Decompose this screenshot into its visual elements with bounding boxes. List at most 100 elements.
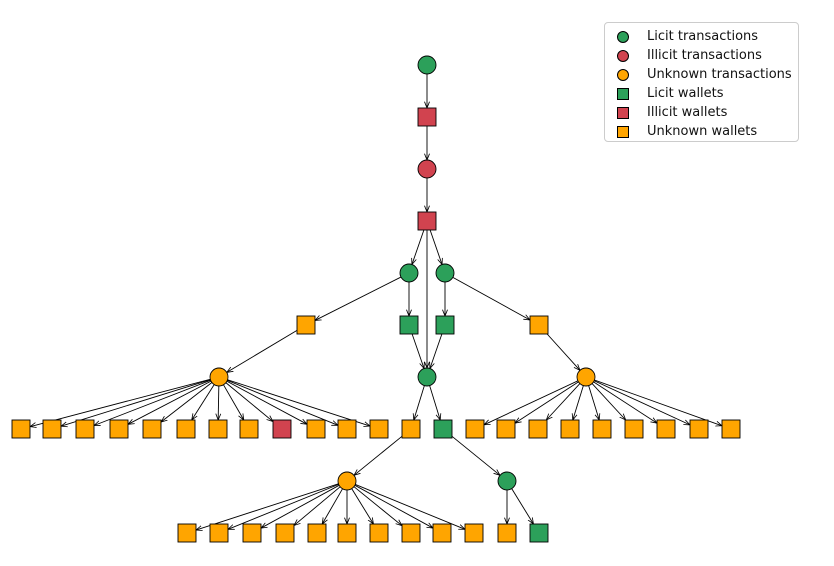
edge-arrow-t7-d2	[228, 483, 339, 530]
edge-arrow-t6-c2	[515, 381, 579, 423]
licit-wallet-node-e2	[529, 523, 549, 543]
unknown-wallet-node-d2	[209, 523, 229, 543]
illicit-wallet-node-w2	[417, 211, 437, 231]
legend-label: Licit transactions	[647, 29, 759, 44]
unknown-wallet-node-c1	[465, 419, 485, 439]
edge-arrow-t7-d1	[196, 483, 339, 530]
edge-arrow-t4-a1	[30, 378, 211, 426]
illicit-wallet-node-w1	[417, 107, 437, 127]
unknown-wallet-node-c3	[528, 419, 548, 439]
edge-arrow-t4-a10	[226, 380, 307, 424]
unknown-wallet-node-c7	[656, 419, 676, 439]
unknown-transaction-node-t4	[209, 367, 229, 387]
illicit-transaction-node-t1	[417, 159, 437, 179]
unknown-wallet-node-c5	[592, 419, 612, 439]
nodes-layer	[11, 55, 741, 543]
edge-arrow-t4-a11	[227, 379, 338, 426]
edge-arrow-t4-a6	[192, 384, 215, 420]
edge-arrow-t7-d8	[353, 486, 402, 526]
unknown-wallet-node-c8	[689, 419, 709, 439]
licit-transaction-marker-icon	[617, 30, 629, 43]
unknown-wallet-node-d9	[432, 523, 452, 543]
edge-arrow-t7-d9	[354, 484, 433, 528]
edge-arrow-t2-w3	[315, 276, 402, 320]
legend-item-licit-transactions: Licit transactions	[617, 27, 758, 46]
legend-item-illicit-wallets: Illicit wallets	[617, 103, 727, 122]
unknown-wallet-node-a12	[369, 419, 389, 439]
unknown-wallet-node-a6	[176, 419, 196, 439]
licit-wallet-node-b2	[433, 419, 453, 439]
unknown-wallet-node-w6	[529, 315, 549, 335]
edge-arrow-t5-b2	[429, 385, 441, 420]
legend-label: Illicit transactions	[647, 48, 762, 63]
unknown-wallet-node-a10	[306, 419, 326, 439]
edge-arrow-t4-a7	[218, 385, 219, 420]
edge-arrow-t7-d5	[322, 488, 343, 524]
edge-arrow-w2-t3	[429, 229, 442, 264]
edge-arrow-w6-t6	[546, 333, 580, 370]
licit-transaction-node-t2	[399, 263, 419, 283]
unknown-wallet-node-c6	[624, 419, 644, 439]
edge-arrow-w2-t2	[412, 229, 425, 264]
edge-arrow-t6-c1	[484, 380, 579, 425]
illicit-transaction-marker-icon	[617, 49, 629, 62]
licit-transaction-node-t5	[417, 367, 437, 387]
unknown-wallet-node-c4	[560, 419, 580, 439]
illicit-wallet-marker-icon	[617, 106, 629, 119]
edge-arrow-b2-t8	[451, 435, 500, 475]
licit-wallet-marker-icon	[617, 87, 629, 100]
edge-arrow-t7-d4	[294, 486, 341, 526]
unknown-wallet-node-d1	[177, 523, 197, 543]
legend-item-unknown-wallets: Unknown wallets	[617, 122, 757, 141]
edge-arrow-t6-c6	[591, 383, 626, 420]
edge-arrow-t3-w6	[452, 276, 530, 320]
illicit-wallet-node-a9	[272, 419, 292, 439]
edge-arrow-t4-a2	[61, 379, 211, 427]
unknown-wallet-node-d5	[307, 523, 327, 543]
unknown-wallet-node-d4	[275, 523, 295, 543]
legend-label: Unknown transactions	[647, 67, 792, 82]
edge-arrow-t6-c9	[594, 379, 722, 426]
legend-item-licit-wallets: Licit wallets	[617, 84, 724, 103]
unknown-wallet-node-a5	[142, 419, 162, 439]
unknown-wallet-node-a4	[109, 419, 129, 439]
unknown-wallet-node-c9	[721, 419, 741, 439]
unknown-wallet-node-a2	[42, 419, 62, 439]
edge-arrow-t6-c8	[593, 380, 690, 425]
unknown-wallet-node-a11	[337, 419, 357, 439]
edge-arrow-t8-e2	[511, 488, 534, 524]
edges-layer	[30, 74, 722, 530]
unknown-wallet-node-b1	[401, 419, 421, 439]
edge-arrow-t6-c5	[588, 385, 600, 420]
unknown-wallet-node-a7	[208, 419, 228, 439]
unknown-wallet-node-d6	[337, 523, 357, 543]
unknown-transaction-marker-icon	[617, 68, 629, 81]
legend-label: Illicit wallets	[647, 105, 728, 120]
unknown-wallet-node-w3	[296, 315, 316, 335]
edge-arrow-w4-t5	[411, 333, 424, 368]
licit-transaction-node-t8	[497, 471, 517, 491]
licit-transaction-node-t0	[417, 55, 437, 75]
edge-arrow-w5-t5	[430, 333, 443, 368]
unknown-wallet-marker-icon	[617, 125, 629, 138]
edge-arrow-w3-t4	[227, 329, 298, 372]
legend-label: Unknown wallets	[647, 124, 758, 139]
edge-arrow-t5-b1	[414, 385, 425, 420]
licit-wallet-node-w5	[435, 315, 455, 335]
edge-arrow-t4-a4	[128, 380, 212, 424]
edge-arrow-b1-t7	[354, 435, 403, 475]
edge-arrow-t4-a12	[227, 379, 370, 426]
licit-wallet-node-w4	[399, 315, 419, 335]
legend-label: Licit wallets	[647, 86, 724, 101]
edge-arrow-t7-d3	[261, 484, 340, 528]
edge-arrow-t7-d7	[351, 488, 374, 524]
unknown-wallet-node-c2	[496, 419, 516, 439]
edge-arrow-t4-a5	[161, 382, 213, 422]
licit-transaction-node-t3	[435, 263, 455, 283]
unknown-wallet-node-a3	[75, 419, 95, 439]
unknown-wallet-node-d10	[464, 523, 484, 543]
edge-arrow-t4-a9	[225, 382, 273, 422]
edge-arrow-t4-a3	[94, 379, 211, 425]
unknown-wallet-node-a8	[239, 419, 259, 439]
